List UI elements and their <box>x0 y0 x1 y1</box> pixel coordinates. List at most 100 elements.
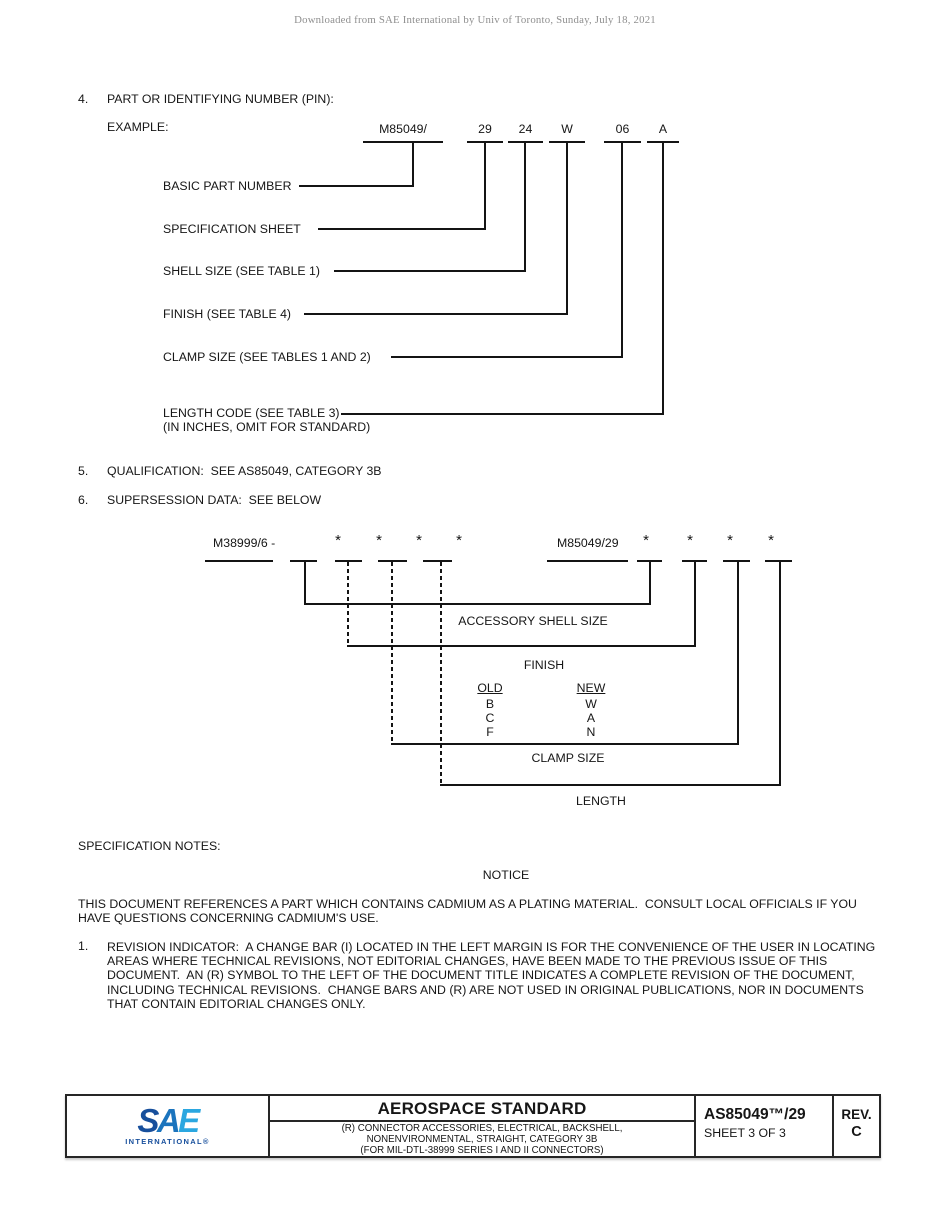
label-length: LENGTH <box>576 794 626 808</box>
section-4-number: 4. <box>78 92 89 106</box>
note-1-text: REVISION INDICATOR: A CHANGE BAR (I) LOC… <box>107 940 876 1011</box>
revision-value: C <box>851 1124 862 1140</box>
revision-cell: REV. C <box>834 1096 879 1156</box>
finish-old-value: C <box>485 711 495 725</box>
callout-length-code: LENGTH CODE (SEE TABLE 3) <box>163 406 340 420</box>
field-underline <box>290 560 317 562</box>
finish-new-header: NEW <box>576 681 606 695</box>
document-subtitle: (R) CONNECTOR ACCESSORIES, ELECTRICAL, B… <box>270 1122 694 1157</box>
pin-example-label: EXAMPLE: <box>107 120 169 134</box>
connector-line <box>737 562 739 745</box>
sae-logo-letter: S <box>137 1102 159 1139</box>
asterisk: * <box>768 532 774 549</box>
callout-shell-size: SHELL SIZE (SEE TABLE 1) <box>163 264 320 278</box>
section-5-number: 5. <box>78 464 89 478</box>
connector-line <box>304 603 651 605</box>
connector-line <box>621 141 623 358</box>
sae-logo-letter: E <box>178 1102 200 1139</box>
field-underline <box>547 560 628 562</box>
connector-line <box>412 141 414 187</box>
finish-old-value: B <box>485 697 495 711</box>
connector-line <box>341 413 664 415</box>
subtitle-line: NONENVIRONMENTAL, STRAIGHT, CATEGORY 3B <box>366 1134 598 1146</box>
asterisk: * <box>335 532 341 549</box>
connector-line <box>662 141 664 415</box>
finish-old-header: OLD <box>477 681 503 695</box>
asterisk: * <box>456 532 462 549</box>
connector-line <box>694 562 696 647</box>
document-type-title: AEROSPACE STANDARD <box>270 1096 694 1122</box>
asterisk: * <box>376 532 382 549</box>
pin-segment-spec-sheet: 29 <box>467 119 503 143</box>
revision-label: REV. <box>841 1107 872 1122</box>
field-underline <box>637 560 662 562</box>
callout-specification-sheet: SPECIFICATION SHEET <box>163 222 301 236</box>
section-4-title: PART OR IDENTIFYING NUMBER (PIN): <box>107 92 334 106</box>
label-finish: FINISH <box>523 658 565 672</box>
label-clamp-size: CLAMP SIZE <box>531 751 605 765</box>
connector-line <box>347 645 696 647</box>
field-underline <box>378 560 407 562</box>
section-6-number: 6. <box>78 493 89 507</box>
connector-line-dashed <box>440 562 442 786</box>
field-underline <box>335 560 362 562</box>
asterisk: * <box>727 532 733 549</box>
sae-logo-subtext: INTERNATIONAL® <box>125 1137 210 1146</box>
field-underline <box>423 560 452 562</box>
pin-segment-shell-size: 24 <box>508 119 543 143</box>
note-1-number: 1. <box>78 939 89 953</box>
connector-line <box>524 141 526 272</box>
specification-notes-heading: SPECIFICATION NOTES: <box>78 839 221 853</box>
notice-heading: NOTICE <box>482 868 530 882</box>
connector-line <box>334 270 526 272</box>
asterisk: * <box>416 532 422 549</box>
pin-segment-finish: W <box>549 119 585 143</box>
connector-line <box>566 141 568 315</box>
sae-logo-wordmark: SAE <box>137 1104 200 1137</box>
connector-line <box>649 562 651 605</box>
connector-line-dashed <box>391 562 393 745</box>
connector-line <box>318 228 486 230</box>
sae-logo: SAE INTERNATIONAL® <box>67 1096 268 1156</box>
connector-line <box>299 185 414 187</box>
field-underline <box>765 560 792 562</box>
field-underline <box>723 560 750 562</box>
connector-line <box>391 743 739 745</box>
sae-logo-letter: A <box>156 1102 181 1139</box>
connector-line <box>304 562 306 605</box>
asterisk: * <box>687 532 693 549</box>
document-number: AS85049™/29 <box>704 1106 806 1123</box>
cadmium-notice-text: THIS DOCUMENT REFERENCES A PART WHICH CO… <box>78 897 857 926</box>
connector-line <box>391 356 623 358</box>
label-accessory-shell-size: ACCESSORY SHELL SIZE <box>458 614 608 628</box>
subtitle-line: (R) CONNECTOR ACCESSORIES, ELECTRICAL, B… <box>341 1123 623 1134</box>
connector-line <box>440 784 781 786</box>
title-block: SAE INTERNATIONAL® AEROSPACE STANDARD (R… <box>65 1094 881 1158</box>
old-part-number: M38999/6 - <box>213 536 276 550</box>
section-6-text: SUPERSESSION DATA: SEE BELOW <box>107 493 322 507</box>
finish-new-value: A <box>586 711 596 725</box>
pin-segment-clamp-size: 06 <box>604 119 641 143</box>
document-title-cell: AEROSPACE STANDARD (R) CONNECTOR ACCESSO… <box>268 1096 696 1156</box>
pin-segment-basic: M85049/ <box>363 119 443 143</box>
finish-old-value: F <box>486 725 494 739</box>
callout-length-code-note: (IN INCHES, OMIT FOR STANDARD) <box>163 420 371 434</box>
finish-new-value: W <box>585 697 597 711</box>
connector-line <box>779 562 781 786</box>
download-notice: Downloaded from SAE International by Uni… <box>294 14 656 26</box>
subtitle-line: (FOR MIL-DTL-38999 SERIES I AND II CONNE… <box>360 1145 604 1157</box>
sheet-number: SHEET 3 OF 3 <box>704 1126 786 1140</box>
finish-new-value: N <box>586 725 596 739</box>
new-part-number: M85049/29 <box>557 536 619 550</box>
document-number-cell: AS85049™/29 SHEET 3 OF 3 <box>696 1096 834 1156</box>
field-underline <box>682 560 707 562</box>
section-5-text: QUALIFICATION: SEE AS85049, CATEGORY 3B <box>107 464 382 478</box>
callout-finish: FINISH (SEE TABLE 4) <box>163 307 292 321</box>
pin-segment-length-code: A <box>647 119 679 143</box>
callout-basic-part-number: BASIC PART NUMBER <box>163 179 292 193</box>
connector-line <box>484 141 486 230</box>
asterisk: * <box>643 532 649 549</box>
field-underline <box>205 560 273 562</box>
connector-line <box>304 313 568 315</box>
